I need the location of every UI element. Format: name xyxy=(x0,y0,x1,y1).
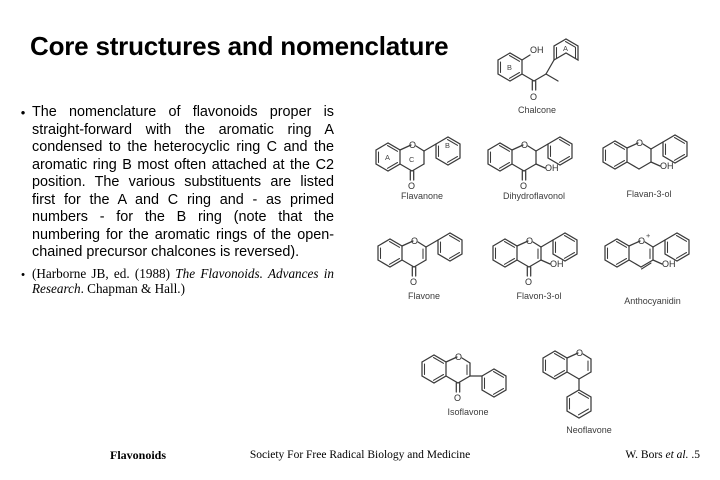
structure-neoflavone: O Neoflavone xyxy=(533,338,645,435)
oxygen-label: O xyxy=(576,348,583,358)
bullet-marker: • xyxy=(20,105,26,120)
page-title: Core structures and nomenclature xyxy=(30,31,449,61)
structure-anthocyanidin: O + OH Anthocyanidin xyxy=(595,220,710,306)
footer-right: W. Bors et al. .5 xyxy=(625,449,700,461)
oxygen-label: O xyxy=(454,393,461,403)
oxygen-label: O xyxy=(530,92,537,102)
footer-center: Society For Free Radical Biology and Med… xyxy=(249,449,471,461)
citation-text: (Harborne JB, ed. (1988) The Flavonoids.… xyxy=(32,266,334,298)
body-text-block: • The nomenclature of flavonoids proper … xyxy=(14,104,334,301)
footer-left: Flavonoids xyxy=(110,448,167,462)
structure-caption: Anthocyanidin xyxy=(624,296,681,306)
structure-flavan-3-ol: O OH Flavan-3-ol xyxy=(593,122,705,199)
bullet-item: • The nomenclature of flavonoids proper … xyxy=(14,104,334,262)
footer-etal: et al. xyxy=(665,449,689,461)
oxygen-label: O xyxy=(411,236,418,246)
oxygen-label: O xyxy=(520,181,527,190)
anthocyanidin-diagram: O + OH xyxy=(604,231,690,270)
structure-caption: Flavone xyxy=(407,291,441,301)
structure-caption: Dihydroflavonol xyxy=(502,191,566,201)
structure-caption: Isoflavone xyxy=(447,407,489,417)
oxygen-label: O xyxy=(410,277,417,287)
hydroxyl-label: OH xyxy=(550,259,564,269)
citation-marker: • xyxy=(21,268,25,281)
chalcone-diagram: OH O B A xyxy=(497,38,579,102)
structure-gallery: OH O B A Chalcone xyxy=(350,16,720,446)
citation-item: • (Harborne JB, ed. (1988) The Flavonoid… xyxy=(14,266,334,298)
structure-dihydroflavonol: O O OH Dihydroflavonol xyxy=(478,124,590,201)
citation-prefix: (Harborne JB, ed. (1988) xyxy=(32,265,176,281)
ring-b-label: B xyxy=(445,141,450,150)
structure-caption: Chalcone xyxy=(517,105,557,115)
oxygen-label: O xyxy=(521,140,528,150)
hydroxyl-label: OH xyxy=(545,163,559,173)
oxygen-label: O xyxy=(526,236,533,246)
structure-caption: Flavon-3-ol xyxy=(516,291,562,301)
structure-flavone: O O Flavone xyxy=(368,220,480,301)
plus-charge-label: + xyxy=(646,231,650,240)
isoflavone-diagram: O O xyxy=(421,352,507,403)
hydroxyl-label: OH xyxy=(530,45,544,55)
flavon-3-ol-diagram: O O OH xyxy=(492,232,578,287)
oxygen-label: O xyxy=(409,140,416,150)
oxygen-label: O xyxy=(638,236,645,246)
ring-b-label: B xyxy=(507,63,512,72)
structure-caption: Flavan-3-ol xyxy=(626,189,672,199)
neoflavone-diagram: O xyxy=(542,348,592,419)
hydroxyl-label: OH xyxy=(660,161,674,171)
footer-author: W. Bors xyxy=(625,449,666,461)
structure-caption: Neoflavone xyxy=(566,425,612,435)
flavone-diagram: O O xyxy=(377,232,463,287)
oxygen-label: O xyxy=(455,352,462,362)
dihydroflavonol-diagram: O O OH xyxy=(487,136,573,190)
oxygen-label: O xyxy=(636,138,643,148)
flavan-3-ol-diagram: O OH xyxy=(602,134,688,171)
citation-suffix: . Chapman & Hall.) xyxy=(80,281,185,297)
footer-page-number: .5 xyxy=(688,449,700,461)
flavanone-diagram: O O A C B xyxy=(375,136,461,190)
structure-chalcone: OH O B A Chalcone xyxy=(478,24,596,115)
structure-flavanone: O O A C B Flavanone xyxy=(366,124,478,201)
ring-a-label: A xyxy=(563,44,568,53)
bullet-text: The nomenclature of flavonoids proper is… xyxy=(32,104,334,260)
structure-caption: Flavanone xyxy=(400,191,444,201)
structure-flavon-3-ol: O O OH Flavon-3-ol xyxy=(483,220,595,301)
hydroxyl-label: OH xyxy=(662,259,676,269)
oxygen-label: O xyxy=(408,181,415,190)
ring-c-label: C xyxy=(409,155,415,164)
oxygen-label: O xyxy=(525,277,532,287)
slide-footer: Flavonoids Society For Free Radical Biol… xyxy=(0,448,720,466)
ring-a-label: A xyxy=(385,153,390,162)
structure-isoflavone: O O Isoflavone xyxy=(412,336,524,417)
citation-title: The Flavonoids. Advances in Research xyxy=(32,265,334,297)
